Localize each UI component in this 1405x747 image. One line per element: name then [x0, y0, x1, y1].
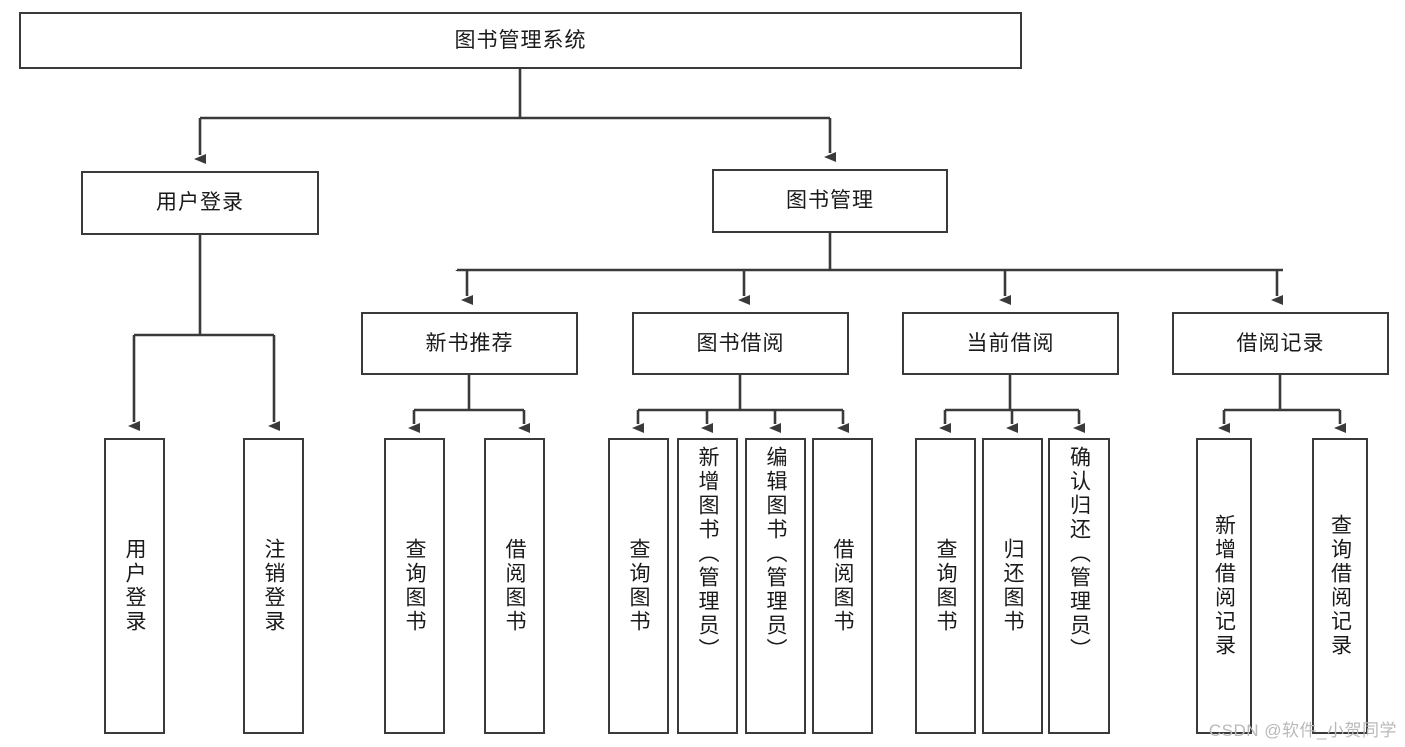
- node-leaf-query-book-rec-label: 查询图书: [403, 538, 426, 634]
- node-leaf-confirm-return-admin[interactable]: 确认归还（管理员）: [1048, 438, 1110, 734]
- node-leaf-query-book-borrow-label: 查询图书: [627, 538, 650, 634]
- node-leaf-query-borrow-record-label: 查询借阅记录: [1328, 514, 1352, 658]
- node-leaf-edit-book-admin[interactable]: 编辑图书（管理员）: [745, 438, 806, 734]
- node-book-manage[interactable]: 图书管理: [712, 169, 948, 233]
- node-leaf-user-login-label: 用户登录: [123, 538, 146, 634]
- node-leaf-return-book[interactable]: 归还图书: [982, 438, 1043, 734]
- node-new-book-recommend-label: 新书推荐: [425, 331, 514, 355]
- node-leaf-confirm-return-admin-label: 确认归还（管理员）: [1067, 446, 1091, 662]
- node-root-label: 图书管理系统: [454, 28, 587, 52]
- node-borrow-record-label: 借阅记录: [1236, 331, 1325, 355]
- node-leaf-borrow-book-rec-label: 借阅图书: [503, 538, 526, 634]
- node-leaf-add-book-admin-label: 新增图书（管理员）: [696, 446, 719, 662]
- node-book-borrow-label: 图书借阅: [696, 331, 785, 355]
- node-leaf-query-book-borrow[interactable]: 查询图书: [608, 438, 669, 734]
- node-leaf-query-book-current-label: 查询图书: [934, 538, 957, 634]
- node-leaf-query-book-rec[interactable]: 查询图书: [384, 438, 445, 734]
- node-leaf-logout-login-label: 注销登录: [262, 538, 285, 634]
- node-user-login[interactable]: 用户登录: [81, 171, 319, 235]
- node-current-borrow[interactable]: 当前借阅: [902, 312, 1119, 375]
- node-current-borrow-label: 当前借阅: [966, 331, 1055, 355]
- node-leaf-add-borrow-record-label: 新增借阅记录: [1212, 514, 1236, 658]
- node-root[interactable]: 图书管理系统: [19, 12, 1022, 69]
- node-leaf-user-login[interactable]: 用户登录: [104, 438, 165, 734]
- node-leaf-borrow-book-label: 借阅图书: [831, 538, 854, 634]
- node-leaf-borrow-book[interactable]: 借阅图书: [812, 438, 873, 734]
- node-borrow-record[interactable]: 借阅记录: [1172, 312, 1389, 375]
- node-book-borrow[interactable]: 图书借阅: [632, 312, 849, 375]
- node-leaf-logout-login[interactable]: 注销登录: [243, 438, 304, 734]
- node-book-manage-label: 图书管理: [786, 189, 874, 213]
- watermark: CSDN @软件_小贺同学: [1208, 721, 1397, 740]
- node-leaf-borrow-book-rec[interactable]: 借阅图书: [484, 438, 545, 734]
- node-leaf-edit-book-admin-label: 编辑图书（管理员）: [764, 446, 787, 662]
- node-user-login-label: 用户登录: [156, 191, 244, 215]
- node-leaf-add-book-admin[interactable]: 新增图书（管理员）: [677, 438, 738, 734]
- node-new-book-recommend[interactable]: 新书推荐: [361, 312, 578, 375]
- node-leaf-query-book-current[interactable]: 查询图书: [915, 438, 976, 734]
- node-leaf-query-borrow-record[interactable]: 查询借阅记录: [1312, 438, 1368, 734]
- node-leaf-add-borrow-record[interactable]: 新增借阅记录: [1196, 438, 1252, 734]
- node-leaf-return-book-label: 归还图书: [1001, 538, 1024, 634]
